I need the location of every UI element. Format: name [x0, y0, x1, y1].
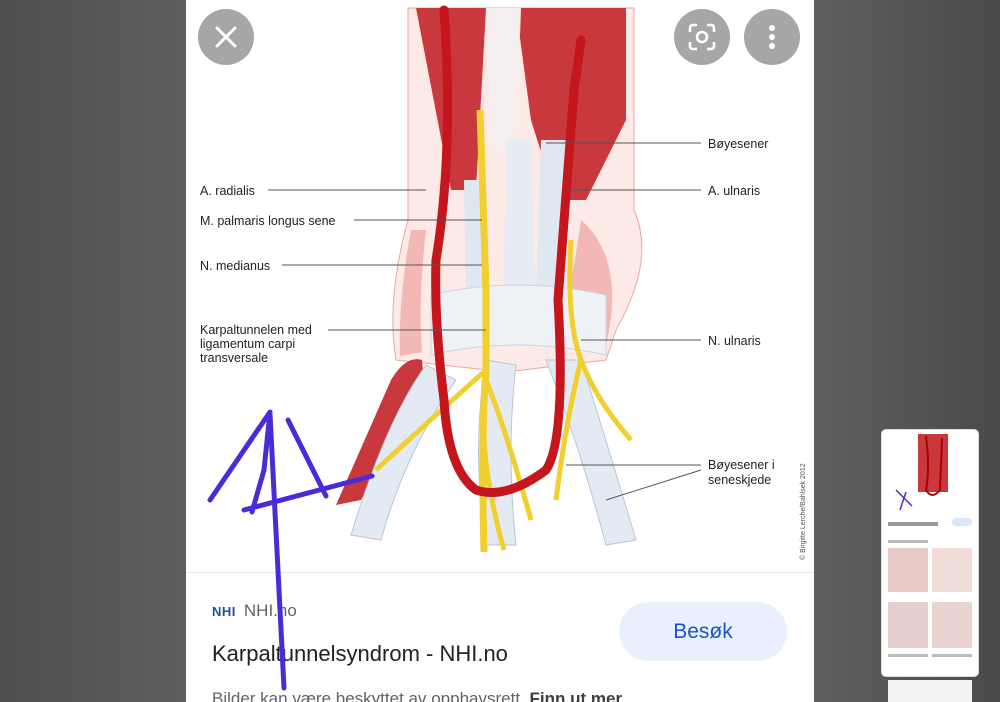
- background-left: [0, 0, 186, 702]
- image-info-panel: NHI NHI.no Karpaltunnelsyndrom - NHI.no …: [186, 572, 814, 702]
- thumbnail-strip: [888, 680, 972, 702]
- label-ulnar-artery: A. ulnaris: [708, 184, 760, 198]
- result-title[interactable]: Karpaltunnelsyndrom - NHI.no: [212, 641, 508, 666]
- label-palmaris-longus: M. palmaris longus sene: [200, 214, 336, 228]
- close-button[interactable]: [198, 9, 254, 65]
- figure-credit: © Birgitte Lerche/Bahlsek 2012: [799, 463, 807, 560]
- close-icon: [215, 26, 237, 48]
- lens-button[interactable]: [674, 9, 730, 65]
- label-tendon-sheath-2: seneskjede: [708, 473, 771, 487]
- image-viewer: A. radialis M. palmaris longus sene N. m…: [186, 0, 814, 702]
- copyright-text: Bilder kan være beskyttet av opphavsrett…: [212, 689, 525, 702]
- label-tendon-sheath-1: Bøyesener i: [708, 458, 775, 472]
- source-logo: NHI: [212, 603, 236, 619]
- more-vertical-icon: [769, 25, 775, 49]
- label-carpal-tunnel-3: transversale: [200, 351, 268, 365]
- label-radial-artery: A. radialis: [200, 184, 255, 198]
- results-thumbnail[interactable]: [882, 430, 978, 676]
- visit-button[interactable]: Besøk: [619, 602, 787, 661]
- source-link[interactable]: NHI NHI.no: [212, 601, 297, 621]
- learn-more-link[interactable]: Finn ut mer: [529, 689, 623, 702]
- label-flexor-tendons: Bøyesener: [708, 137, 768, 151]
- label-carpal-tunnel-1: Karpaltunnelen med: [200, 323, 312, 337]
- source-name: NHI.no: [243, 601, 297, 620]
- more-options-button[interactable]: [744, 9, 800, 65]
- label-carpal-tunnel-2: ligamentum carpi: [200, 337, 295, 351]
- label-ulnar-nerve: N. ulnaris: [708, 334, 761, 348]
- lens-icon: [688, 23, 716, 51]
- anatomy-figure: A. radialis M. palmaris longus sene N. m…: [186, 0, 814, 572]
- label-median-nerve: N. medianus: [200, 259, 270, 273]
- copyright-note: Bilder kan være beskyttet av opphavsrett…: [212, 689, 622, 702]
